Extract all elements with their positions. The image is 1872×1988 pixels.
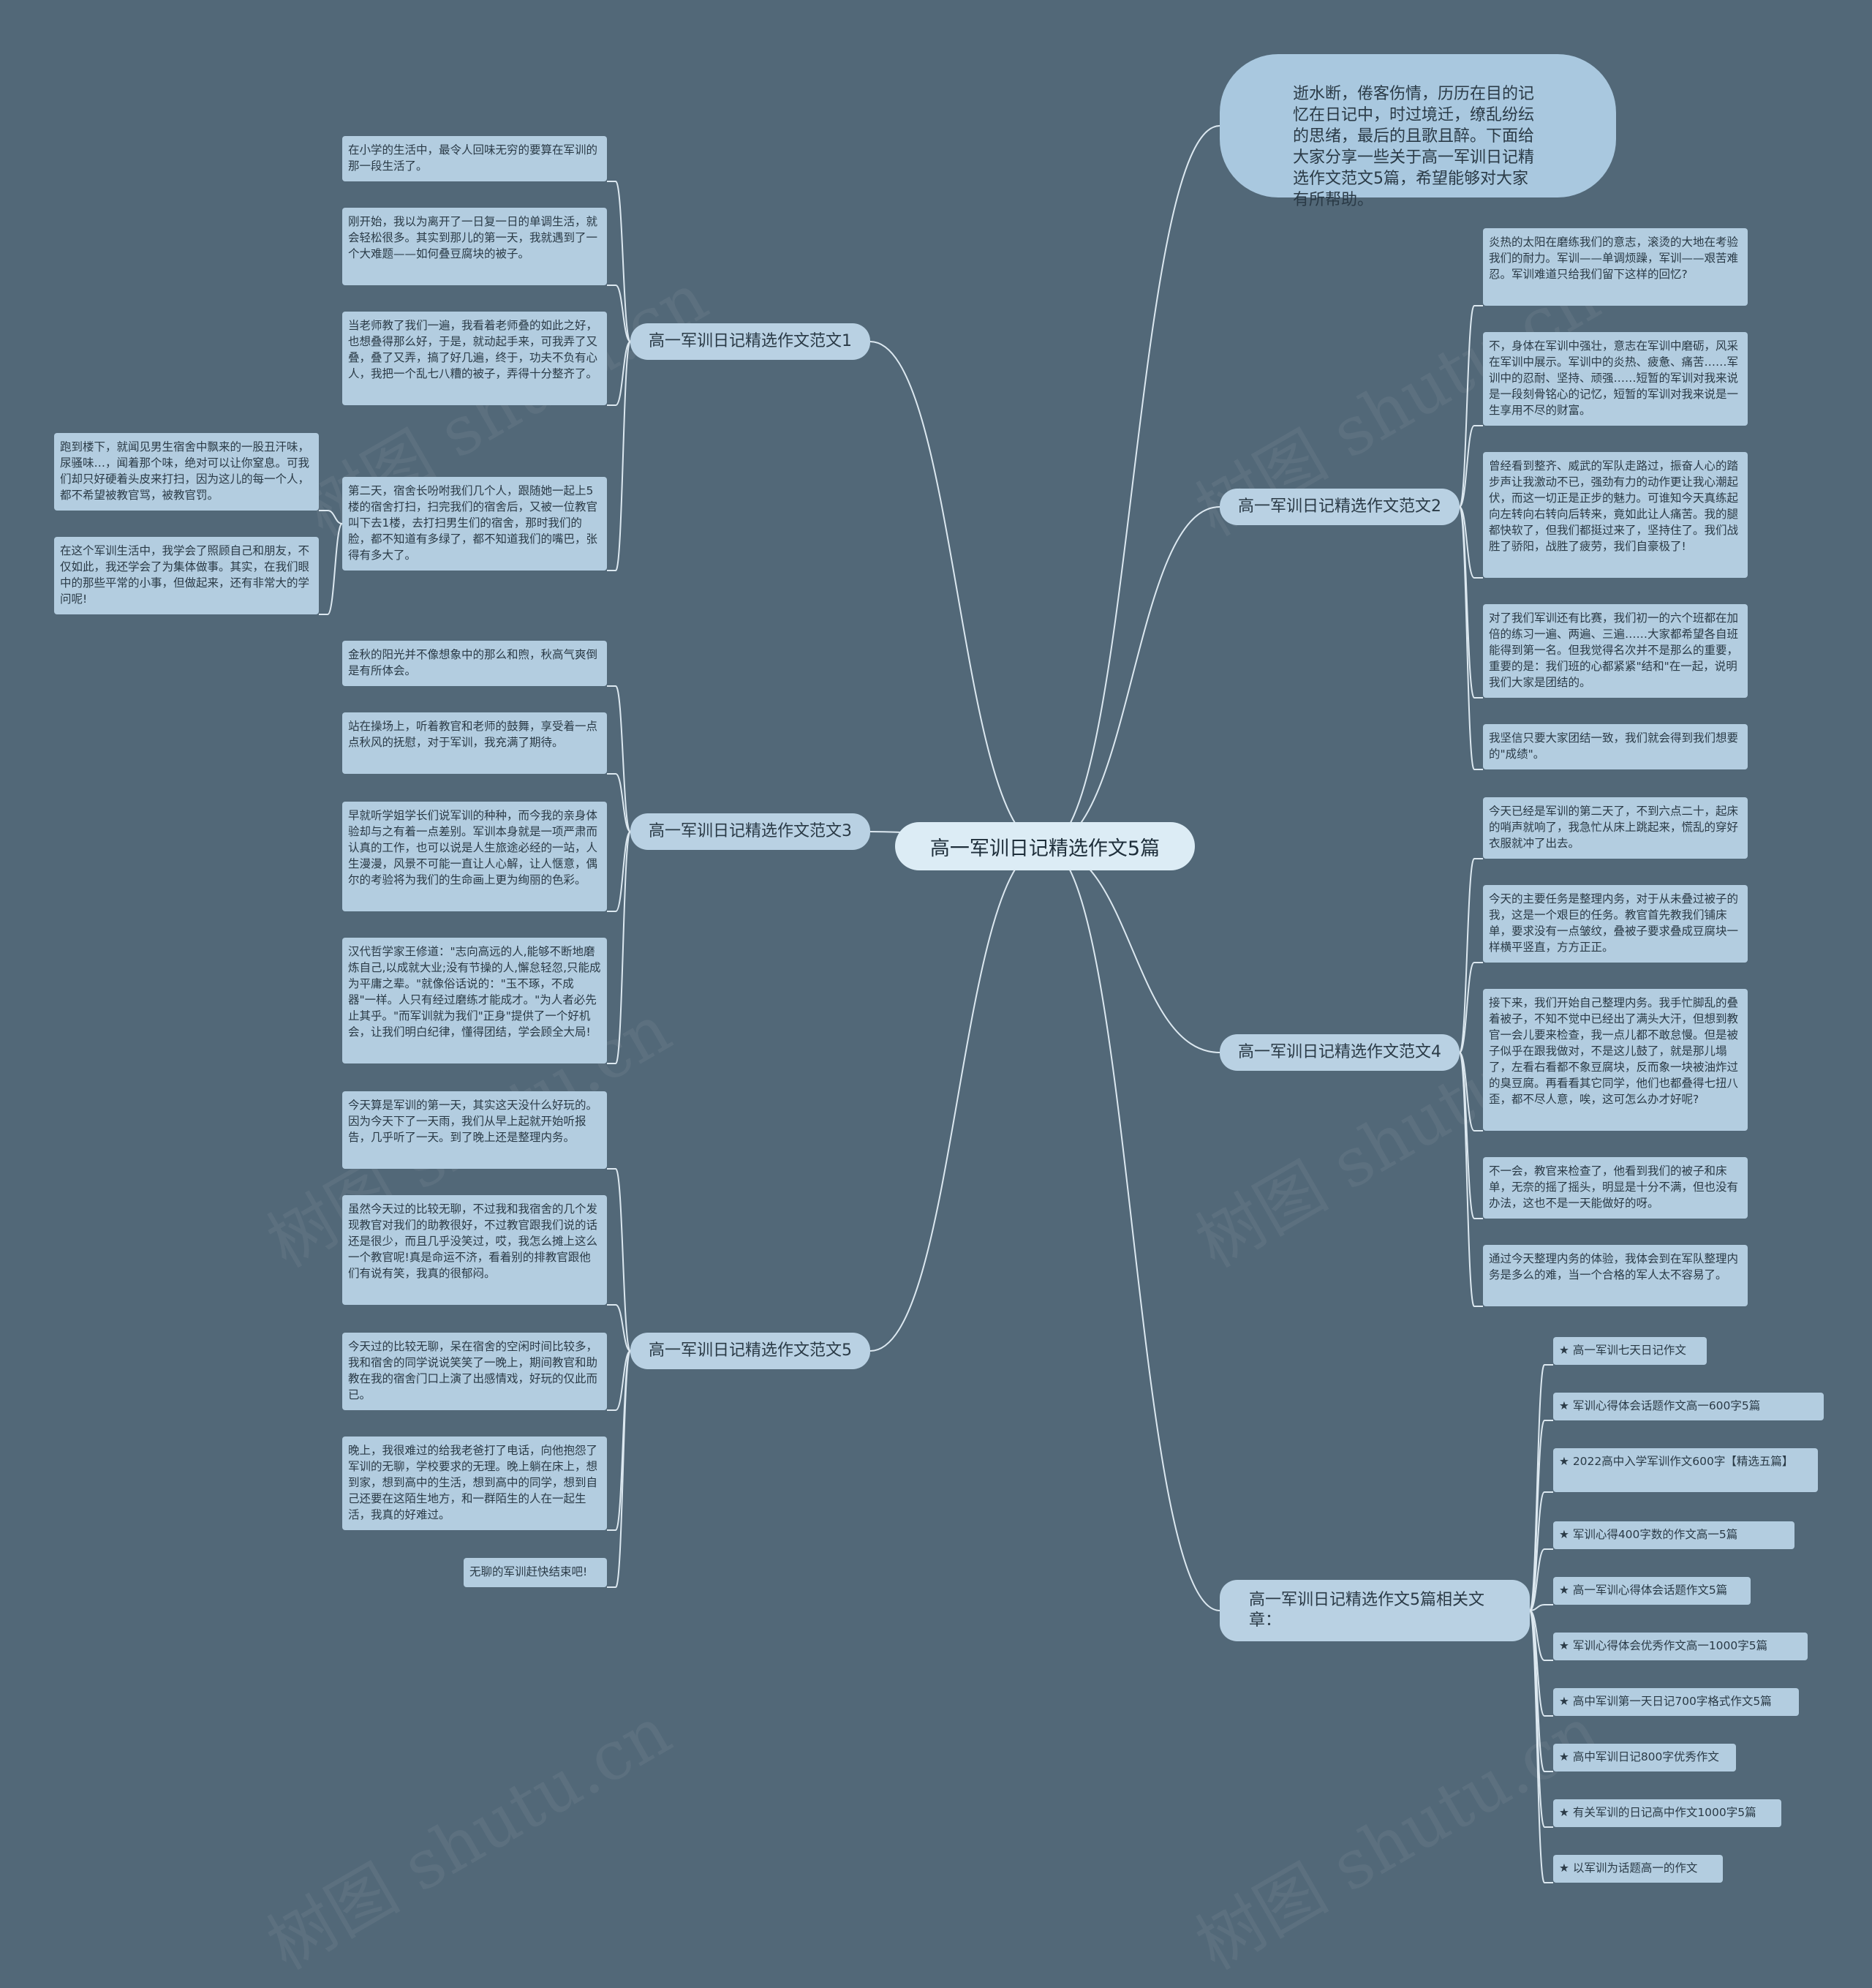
mind-map: 树图 shutu.cn 树图 shutu.cn 树图 shutu.cn 树图 s…	[54, 54, 1824, 1985]
leaf-essay1-1: 在小学的生活中，最令人回味无穷的要算在军训的那一段生活了。	[342, 136, 607, 181]
link-n-b1-n-l1-1	[607, 285, 631, 342]
link-root-n-b4	[1044, 846, 1220, 1053]
link-n-b1-n-l1-0	[607, 181, 631, 342]
branch-essay-2[interactable]: 高一军训日记精选作文范文2	[1220, 489, 1460, 525]
leaf-essay4-3: 接下来，我们开始自己整理内务。我手忙脚乱的叠着被子，不知不觉中已经出了满头大汗，…	[1483, 989, 1748, 1131]
link-n-b6-n-r-1	[1529, 1420, 1553, 1611]
link-n-b6-n-r-0	[1529, 1364, 1553, 1611]
leaf-essay3-4: 汉代哲学家王修道："志向高远的人,能够不断地磨炼自己,以成就大业;没有节操的人,…	[342, 938, 607, 1063]
link-n-b5-n-l5-4	[607, 1350, 631, 1588]
link-n-l1-3-n-s1-0	[319, 510, 343, 524]
link-n-b6-n-r-9	[1529, 1610, 1553, 1883]
leaf-essay4-2: 今天的主要任务是整理内务，对于从未叠过被子的我，这是一个艰巨的任务。教官首先教我…	[1483, 885, 1748, 963]
leaf-essay5-2: 虽然今天过的比较无聊，不过我和我宿舍的几个发现教官对我们的助教很好，不过教官跟我…	[342, 1195, 607, 1305]
link-root-n-b1	[869, 341, 1046, 847]
intro-node[interactable]: 逝水断，倦客伤情，历历在目的记忆在日记中，时过境迁，缭乱纷纭的思绪，最后的且歌且…	[1220, 54, 1616, 209]
leaf-essay2-1: 炎热的太阳在磨练我们的意志，滚烫的大地在考验我们的耐力。军训——单调烦躁，军训—…	[1483, 228, 1748, 306]
link-n-b4-n-l4-1	[1459, 962, 1483, 1053]
link-n-b5-n-l5-2	[607, 1350, 631, 1411]
link-n-b3-n-l3-3	[607, 831, 631, 1064]
link-n-b2-n-l2-2	[1459, 506, 1483, 579]
related-link-1[interactable]: ★ 高一军训七天日记作文	[1553, 1337, 1707, 1365]
link-n-b3-n-l3-1	[607, 773, 631, 832]
leaf-essay2-5: 我坚信只要大家团结一致，我们就会得到我们想要的"成绩"。	[1483, 724, 1748, 769]
link-n-b4-n-l4-0	[1459, 858, 1483, 1053]
link-root-n-b2	[1044, 506, 1220, 847]
link-n-b5-n-l5-0	[607, 1168, 631, 1352]
leaf-essay3-1: 金秋的阳光并不像想象中的那么和煦，秋高气爽倒是有所体会。	[342, 641, 607, 686]
related-link-2[interactable]: ★ 军训心得体会话题作文高一600字5篇	[1553, 1393, 1824, 1420]
link-n-b6-n-r-3	[1529, 1548, 1553, 1611]
subleaf-essay1-2: 在这个军训生活中，我学会了照顾自己和朋友，不仅如此，我还学会了为集体做事。其实，…	[54, 537, 319, 614]
link-n-b2-n-l2-4	[1459, 506, 1483, 770]
related-link-3[interactable]: ★ 2022高中入学军训作文600字【精选五篇】	[1553, 1448, 1818, 1492]
branch-related-articles[interactable]: 高一军训日记精选作文5篇相关文章：	[1220, 1580, 1530, 1641]
link-n-b1-n-l1-3	[607, 341, 631, 571]
link-root-n-b5	[869, 846, 1046, 1352]
leaf-essay5-3: 今天过的比较无聊，呆在宿舍的空闲时间比较多，我和宿舍的同学说说笑笑了一晚上，期间…	[342, 1333, 607, 1410]
link-n-b4-n-l4-4	[1459, 1052, 1483, 1307]
link-root-n-intro	[1044, 125, 1220, 847]
leaf-essay5-5: 无聊的军训赶快结束吧!	[464, 1558, 607, 1587]
leaf-essay1-3: 当老师教了我们一遍，我看着老师叠的如此之好，也想叠得那么好，于是，就动起手来，可…	[342, 312, 607, 405]
leaf-essay4-1: 今天已经是军训的第二天了，不到六点二十，起床的哨声就响了，我急忙从床上跳起来，慌…	[1483, 797, 1748, 859]
link-n-b5-n-l5-1	[607, 1304, 631, 1352]
branch-essay-5[interactable]: 高一军训日记精选作文范文5	[630, 1333, 870, 1369]
root-topic[interactable]: 高一军训日记精选作文5篇	[895, 822, 1195, 870]
link-n-b3-n-l3-2	[607, 831, 631, 912]
branch-essay-1[interactable]: 高一军训日记精选作文范文1	[630, 323, 870, 360]
link-n-b6-n-r-4	[1529, 1604, 1553, 1611]
link-n-l1-3-n-s1-1	[319, 523, 343, 615]
link-n-b4-n-l4-2	[1459, 1052, 1483, 1132]
link-n-b2-n-l2-0	[1459, 305, 1483, 508]
related-link-10[interactable]: ★ 以军训为话题高一的作文	[1553, 1855, 1723, 1883]
subleaf-essay1-1: 跑到楼下，就闻见男生宿舍中飘来的一股丑汗味，尿骚味…，闻着那个味，绝对可以让你窒…	[54, 433, 319, 511]
leaf-essay4-4: 不一会，教官来检查了，他看到我们的被子和床单，无奈的摇了摇头，明显是十分不满，但…	[1483, 1157, 1748, 1219]
leaf-essay4-5: 通过今天整理内务的体验，我体会到在军队整理内务是多么的难，当一个合格的军人太不容…	[1483, 1245, 1748, 1306]
related-link-4[interactable]: ★ 军训心得400字数的作文高一5篇	[1553, 1521, 1794, 1549]
leaf-essay2-3: 曾经看到整齐、威武的军队走路过，振奋人心的踏步声让我激动不已，强劲有力的动作更让…	[1483, 452, 1748, 578]
leaf-essay3-2: 站在操场上，听着教官和老师的鼓舞，享受着一点点秋风的抚慰，对于军训，我充满了期待…	[342, 712, 607, 774]
leaf-essay1-4: 第二天，宿舍长吩咐我们几个人，跟随她一起上5楼的宿舍打扫，扫完我们的宿舍后，又被…	[342, 477, 607, 571]
link-n-b1-n-l1-2	[607, 341, 631, 406]
leaf-essay2-4: 对了我们军训还有比赛，我们初一的六个班都在加倍的练习一遍、两遍、三遍……大家都希…	[1483, 604, 1748, 698]
related-link-8[interactable]: ★ 高中军训日记800字优秀作文	[1553, 1744, 1736, 1771]
link-root-n-b6	[1044, 846, 1220, 1611]
leaf-essay5-4: 晚上，我很难过的给我老爸打了电话，向他抱怨了军训的无聊，学校要求的无理。晚上躺在…	[342, 1437, 607, 1530]
leaf-essay3-3: 早就听学姐学长们说军训的种种，而今我的亲身体验却与之有着一点差别。军训本身就是一…	[342, 802, 607, 911]
link-n-b6-n-r-2	[1529, 1491, 1553, 1611]
related-link-7[interactable]: ★ 高中军训第一天日记700字格式作文5篇	[1553, 1688, 1799, 1716]
related-link-9[interactable]: ★ 有关军训的日记高中作文1000字5篇	[1553, 1799, 1781, 1827]
branch-essay-3[interactable]: 高一军训日记精选作文范文3	[630, 813, 870, 850]
branch-essay-4[interactable]: 高一军训日记精选作文范文4	[1220, 1034, 1460, 1071]
related-link-5[interactable]: ★ 高一军训心得体会话题作文5篇	[1553, 1577, 1751, 1605]
link-n-b3-n-l3-0	[607, 685, 631, 832]
leaf-essay5-1: 今天算是军训的第一天，其实这天没什么好玩的。因为今天下了一天雨，我们从早上起就开…	[342, 1091, 607, 1169]
leaf-essay2-2: 不，身体在军训中强壮，意志在军训中磨砺，风采在军训中展示。军训中的炎热、疲惫、痛…	[1483, 332, 1748, 426]
related-link-6[interactable]: ★ 军训心得体会优秀作文高一1000字5篇	[1553, 1633, 1808, 1660]
link-n-b2-n-l2-1	[1459, 425, 1483, 508]
leaf-essay1-2: 刚开始，我以为离开了一日复一日的单调生活，就会轻松很多。其实到那儿的第一天，我就…	[342, 208, 607, 285]
